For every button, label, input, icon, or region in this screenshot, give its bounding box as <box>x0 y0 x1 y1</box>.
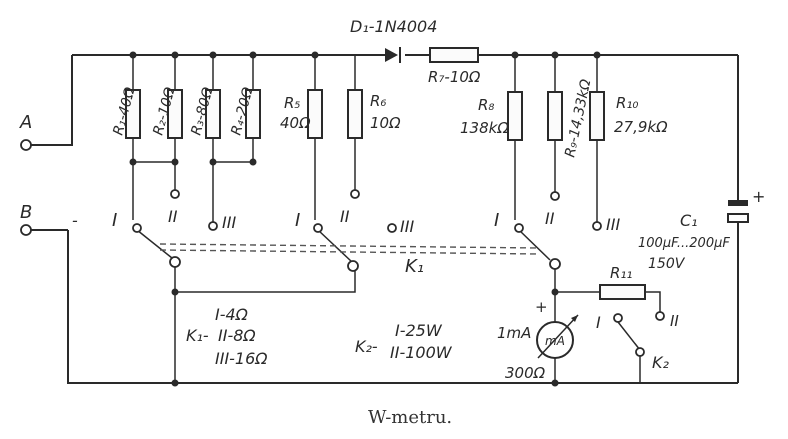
label-k2-pos1: I <box>596 313 601 332</box>
label-k1b-pos2: II <box>340 207 350 226</box>
junctions <box>129 51 601 387</box>
switch-contacts <box>132 189 665 357</box>
legend-k2-item-2: II-100W <box>390 343 453 362</box>
label-k1a-pos1: I <box>112 210 117 231</box>
resistor-r2 <box>167 89 183 139</box>
resistor-r3 <box>205 89 221 139</box>
legend-k1-item-1: I-4Ω <box>215 305 249 324</box>
legend-k1: I-4Ω K₁- II-8Ω III-16Ω <box>186 305 268 368</box>
resistors <box>125 47 646 300</box>
label-k1c-pos1: I <box>494 210 499 231</box>
legend-k2: I-25W K₂- II-100W <box>355 321 453 362</box>
label-minus: - <box>72 211 78 230</box>
terminal-a <box>20 139 32 151</box>
legend-k1-item-3: III-16Ω <box>215 349 268 368</box>
legend-k2-prefix: K₂- <box>355 337 378 356</box>
label-k1a-pos2: II <box>168 207 178 226</box>
label-r6-value: 10Ω <box>370 114 401 132</box>
resistor-r7 <box>429 47 479 63</box>
resistor-r6 <box>347 89 363 139</box>
label-meter-range: 1mA <box>497 324 531 342</box>
legend-k2-item-1: I-25W <box>395 321 443 340</box>
label-capacitor-voltage: 150V <box>648 256 686 272</box>
label-diode: D₁-1N4004 <box>350 17 437 36</box>
resistor-r11 <box>599 284 646 300</box>
label-meter-resistance: 300Ω <box>505 364 546 382</box>
label-k1c-pos3: III <box>606 215 620 234</box>
label-r11: R₁₁ <box>610 264 632 282</box>
label-capacitor-plus: + <box>752 187 765 206</box>
resistor-r8 <box>507 91 523 141</box>
resistor-r10 <box>589 91 605 141</box>
label-switch-k2: K₂ <box>652 353 669 372</box>
label-terminal-b: B <box>20 202 32 223</box>
resistor-r9 <box>547 91 563 141</box>
resistor-r1 <box>125 89 141 139</box>
label-r10-name: R₁₀ <box>616 94 638 112</box>
legend-k1-item-2: II-8Ω <box>218 326 256 345</box>
resistor-r4 <box>245 89 261 139</box>
label-switch-k1: K₁ <box>405 256 424 277</box>
label-r6-name: R₆ <box>370 92 386 110</box>
label-meter-unit: mA <box>545 334 565 348</box>
resistor-r5 <box>307 89 323 139</box>
label-r7: R₇-10Ω <box>428 68 481 86</box>
label-terminal-a: A <box>19 112 32 133</box>
label-r8-value: 138kΩ <box>460 119 509 137</box>
label-capacitor-value: 100μF...200μF <box>638 236 730 251</box>
label-k1b-pos3: III <box>400 217 414 236</box>
label-capacitor-name: C₁ <box>680 211 698 230</box>
figure-caption: W-metru. <box>368 407 452 428</box>
diode-d1 <box>385 47 401 63</box>
label-k1c-pos2: II <box>545 209 555 228</box>
label-r10-value: 27,9kΩ <box>614 118 668 136</box>
label-k1a-pos3: III <box>222 213 236 232</box>
label-k1b-pos1: I <box>295 210 300 231</box>
label-r8-name: R₈ <box>478 96 494 114</box>
label-k2-pos2: II <box>670 312 679 330</box>
legend-k1-prefix: K₁- <box>186 326 209 345</box>
capacitor-c1 <box>727 200 749 223</box>
milliammeter <box>536 314 579 359</box>
label-r5-name: R₅ <box>284 94 300 112</box>
label-r5-value: 40Ω <box>280 114 311 132</box>
k1-linkage-2 <box>159 249 541 255</box>
label-meter-plus: + <box>535 298 548 316</box>
terminal-b <box>20 224 32 236</box>
k1-linkage <box>159 243 541 249</box>
wiring <box>30 54 739 384</box>
